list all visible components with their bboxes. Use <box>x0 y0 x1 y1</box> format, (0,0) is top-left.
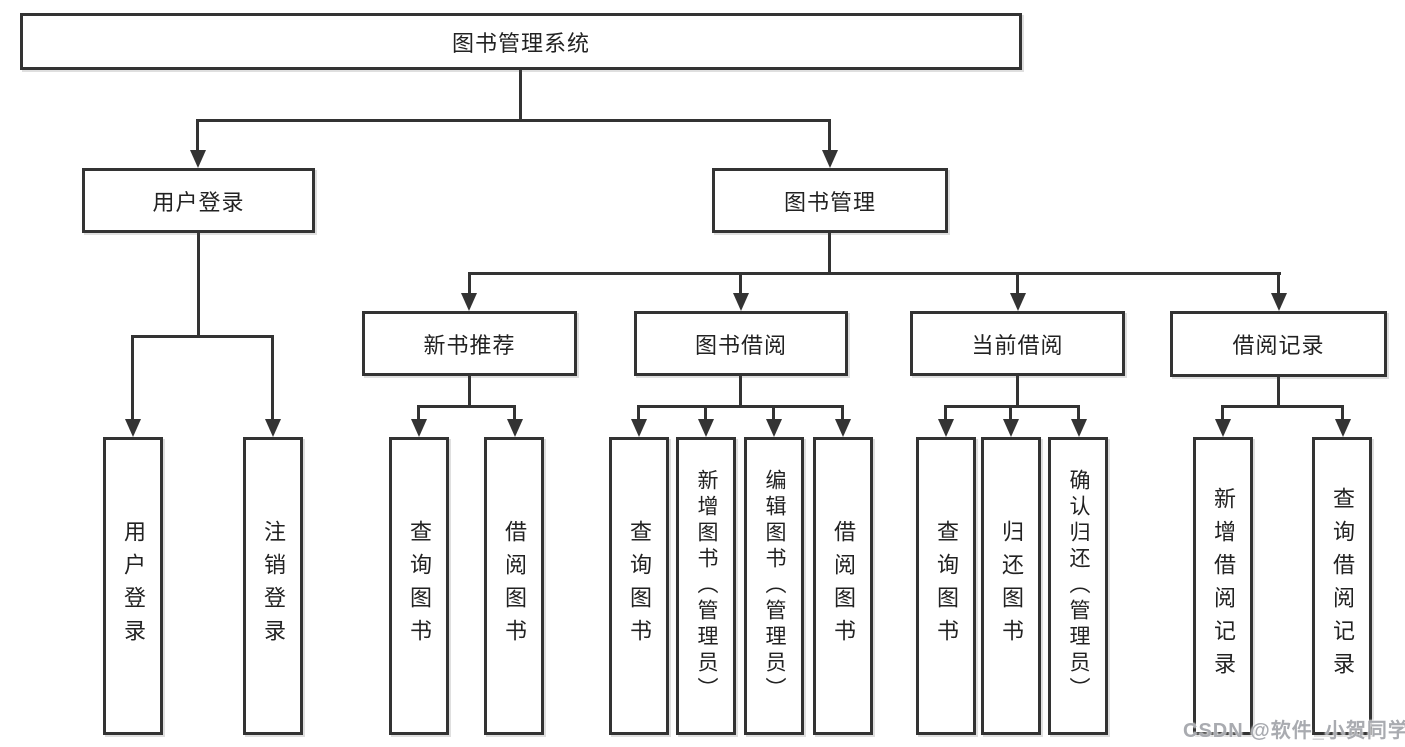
leaf-cb-return-books: 归还图书 <box>981 437 1041 735</box>
connector-br-stem <box>1277 377 1280 405</box>
connector-root-hline <box>197 119 831 122</box>
connector-arrow-stem <box>828 119 831 152</box>
arrowhead-down-icon <box>1010 293 1026 311</box>
leaf-cb-confirm-return-admin-label: 确认归还（管理员） <box>1067 469 1090 703</box>
leaf-nbr-query-books: 查询图书 <box>389 437 449 735</box>
connector-cb-stem <box>1016 376 1019 405</box>
node-book-mgmt-label: 图书管理 <box>783 189 876 215</box>
arrowhead-down-icon <box>698 419 714 437</box>
leaf-br-query-record-label: 查询借阅记录 <box>1330 487 1355 685</box>
connector-cb-hline <box>944 405 1080 408</box>
node-user-login: 用户登录 <box>82 168 315 233</box>
arrowhead-down-icon <box>1215 419 1231 437</box>
arrowhead-down-icon <box>411 419 427 437</box>
leaf-cb-query-books: 查询图书 <box>916 437 976 735</box>
arrowhead-down-icon <box>631 419 647 437</box>
node-borrow-record: 借阅记录 <box>1170 311 1387 377</box>
leaf-bb-borrow-books-label: 借阅图书 <box>831 520 856 652</box>
connector-nbr-stem <box>468 376 471 405</box>
connector-arrow-stem <box>1077 405 1080 421</box>
arrowhead-down-icon <box>835 419 851 437</box>
arrowhead-down-icon <box>265 419 281 437</box>
connector-br-hline <box>1221 405 1344 408</box>
node-current-borrow-label: 当前借阅 <box>971 332 1064 358</box>
leaf-bb-borrow-books: 借阅图书 <box>813 437 873 735</box>
arrowhead-down-icon <box>1335 419 1351 437</box>
connector-arrow-stem <box>772 405 775 421</box>
arrowhead-down-icon <box>733 293 749 311</box>
leaf-bb-query-books: 查询图书 <box>609 437 669 735</box>
csdn-watermark: CSDN @软件_小贺同学 <box>1183 720 1405 742</box>
connector-bb-hline <box>637 405 843 408</box>
connector-bookmgmt-hline <box>468 272 1281 275</box>
arrowhead-down-icon <box>1071 419 1087 437</box>
node-new-book-rec: 新书推荐 <box>362 311 577 376</box>
connector-arrow-stem <box>1221 405 1224 421</box>
leaf-logout: 注销登录 <box>243 437 303 735</box>
leaf-user-login-label: 用户登录 <box>121 520 146 652</box>
connector-arrow-stem <box>704 405 707 421</box>
leaf-nbr-borrow-books: 借阅图书 <box>484 437 544 735</box>
leaf-nbr-query-books-label: 查询图书 <box>407 520 432 652</box>
connector-arrow-stem <box>637 405 640 421</box>
connector-userlogin-stem <box>197 233 200 335</box>
arrowhead-down-icon <box>822 150 838 168</box>
leaf-bb-add-books-admin-label: 新增图书（管理员） <box>695 469 718 703</box>
connector-arrow-stem <box>1341 405 1344 421</box>
arrowhead-down-icon <box>507 419 523 437</box>
connector-arrow-stem <box>1277 272 1280 295</box>
node-borrow-record-label: 借阅记录 <box>1232 333 1325 358</box>
leaf-br-add-record: 新增借阅记录 <box>1193 437 1253 735</box>
leaf-cb-return-books-label: 归还图书 <box>999 520 1024 652</box>
connector-arrow-stem <box>513 405 516 421</box>
leaf-br-query-record: 查询借阅记录 <box>1312 437 1372 735</box>
node-root: 图书管理系统 <box>20 13 1022 70</box>
connector-arrow-stem <box>131 335 134 421</box>
leaf-cb-query-books-label: 查询图书 <box>934 520 959 652</box>
arrowhead-down-icon <box>125 419 141 437</box>
arrowhead-down-icon <box>461 293 477 311</box>
node-root-label: 图书管理系统 <box>451 30 590 56</box>
connector-nbr-hline <box>417 405 516 408</box>
connector-arrow-stem <box>1016 272 1019 295</box>
leaf-bb-add-books-admin: 新增图书（管理员） <box>676 437 736 735</box>
connector-arrow-stem <box>841 405 844 421</box>
connector-arrow-stem <box>1009 405 1012 421</box>
arrowhead-down-icon <box>766 419 782 437</box>
connector-arrow-stem <box>271 335 274 421</box>
connector-arrow-stem <box>417 405 420 421</box>
connector-bb-stem <box>739 376 742 405</box>
arrowhead-down-icon <box>938 419 954 437</box>
leaf-br-add-record-label: 新增借阅记录 <box>1211 487 1236 685</box>
connector-arrow-stem <box>196 119 199 152</box>
node-new-book-rec-label: 新书推荐 <box>423 332 516 358</box>
connector-root-stem <box>519 70 522 119</box>
node-book-borrow: 图书借阅 <box>634 311 848 376</box>
arrowhead-down-icon <box>1271 293 1287 311</box>
connector-arrow-stem <box>944 405 947 421</box>
arrowhead-down-icon <box>190 150 206 168</box>
leaf-logout-label: 注销登录 <box>261 520 286 652</box>
leaf-bb-query-books-label: 查询图书 <box>627 520 652 652</box>
leaf-user-login: 用户登录 <box>103 437 163 735</box>
connector-userlogin-hline <box>131 335 274 338</box>
arrowhead-down-icon <box>1003 419 1019 437</box>
leaf-nbr-borrow-books-label: 借阅图书 <box>502 520 527 652</box>
connector-arrow-stem <box>468 272 471 295</box>
leaf-bb-edit-books-admin-label: 编辑图书（管理员） <box>763 469 786 703</box>
leaf-bb-edit-books-admin: 编辑图书（管理员） <box>744 437 804 735</box>
connector-arrow-stem <box>739 272 742 295</box>
node-user-login-label: 用户登录 <box>152 189 245 215</box>
connector-bookmgmt-stem <box>828 233 831 272</box>
leaf-cb-confirm-return-admin: 确认归还（管理员） <box>1048 437 1108 735</box>
node-current-borrow: 当前借阅 <box>910 311 1125 376</box>
node-book-mgmt: 图书管理 <box>712 168 948 233</box>
node-book-borrow-label: 图书借阅 <box>694 332 787 358</box>
